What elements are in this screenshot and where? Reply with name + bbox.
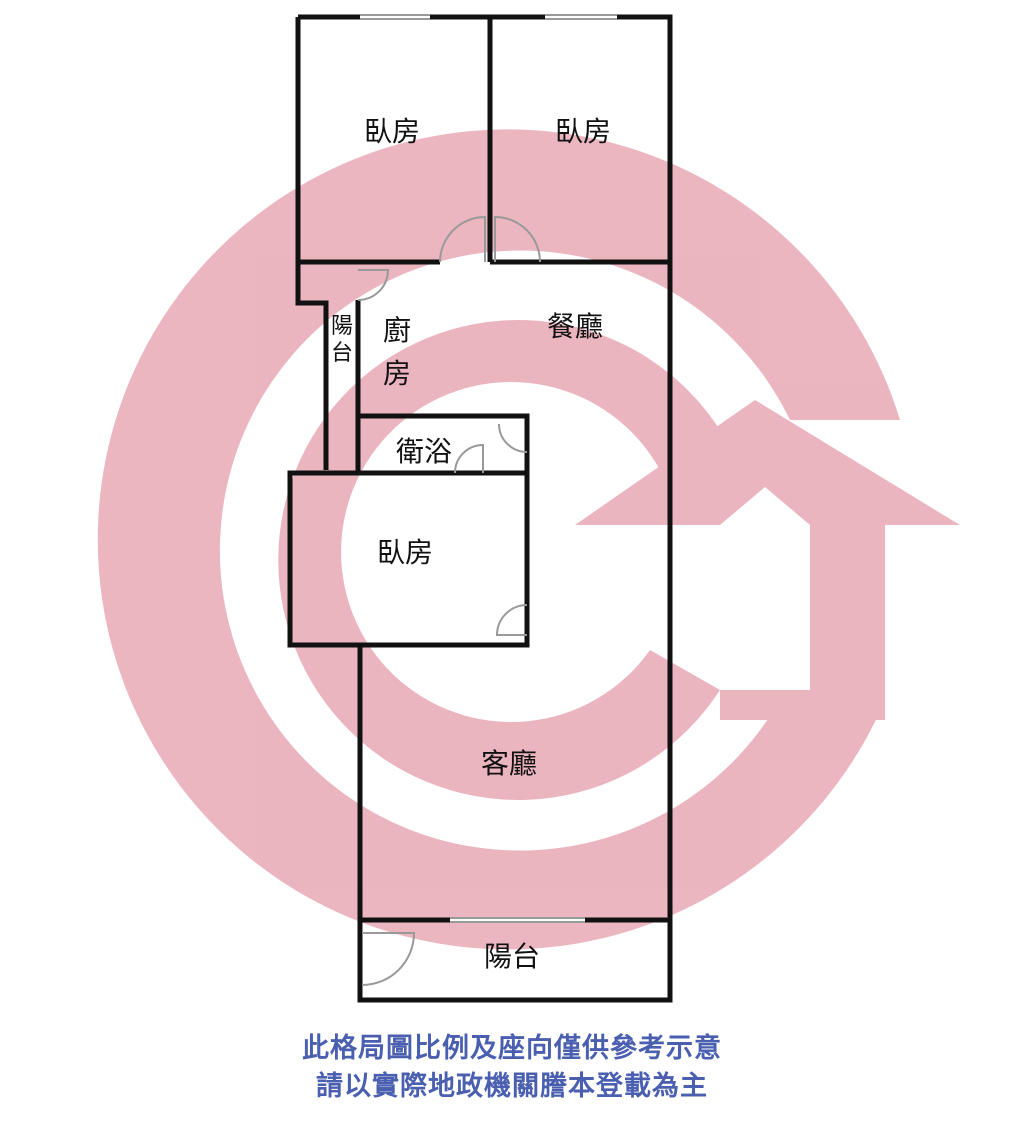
room-label-front-balcony: 陽台 — [484, 940, 540, 973]
room-label-living: 客廳 — [481, 747, 537, 780]
room-label-bedroom-1: 臥房 — [364, 115, 420, 148]
disclaimer-line-1: 此格局圖比例及座向僅供參考示意 — [302, 1033, 722, 1064]
disclaimer-line-2: 請以實際地政機關謄本登載為主 — [316, 1071, 708, 1102]
room-label-side-balcony-1: 陽 — [331, 314, 353, 339]
room-label-bedroom-2: 臥房 — [555, 115, 611, 148]
room-label-bedroom-3: 臥房 — [377, 536, 433, 569]
room-label-bathroom: 衛浴 — [396, 435, 452, 468]
windows-and-doors — [357, 14, 617, 986]
room-label-kitchen-2: 房 — [383, 357, 411, 390]
room-label-dining: 餐廳 — [547, 310, 603, 343]
room-label-kitchen-1: 廚 — [383, 314, 411, 347]
room-label-side-balcony-2: 台 — [331, 341, 353, 366]
